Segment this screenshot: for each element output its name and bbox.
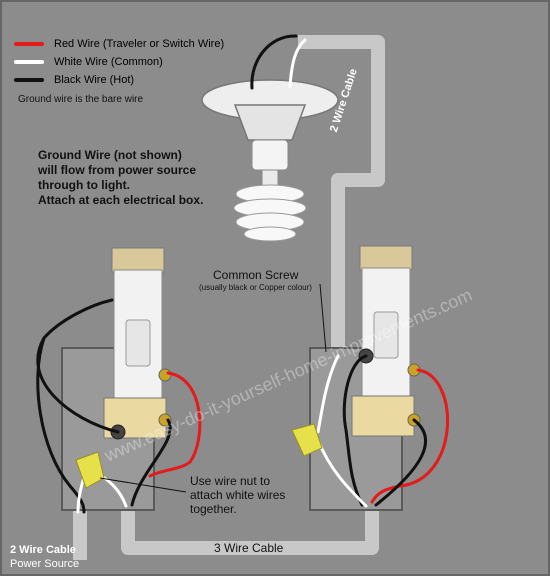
legend-white-wire: White Wire (Common) bbox=[14, 56, 163, 68]
common-screw-sublabel: (usually black or Copper colour) bbox=[199, 283, 312, 292]
cable-between-switches bbox=[121, 505, 379, 555]
power-source-label: Power Source bbox=[10, 558, 80, 570]
white-common-wires bbox=[76, 354, 368, 514]
left-wire-nut bbox=[75, 451, 105, 489]
wirenut-line-3: together. bbox=[190, 502, 237, 516]
wirenut-pointer bbox=[99, 477, 187, 493]
light-fixture bbox=[201, 79, 339, 242]
legend-ground-note: Ground wire is the bare wire bbox=[18, 94, 144, 105]
ground-wire-note: Ground Wire (not shown) will flow from p… bbox=[38, 148, 203, 208]
cable-label-bottom-left: 2 Wire Cable bbox=[10, 544, 76, 556]
fixture-white-wire bbox=[288, 38, 307, 88]
common-screw-pointer bbox=[319, 283, 327, 353]
bulb-stem bbox=[261, 169, 279, 187]
wire-nuts bbox=[75, 423, 323, 489]
black-hot-wires bbox=[36, 298, 427, 514]
common-screw-label: Common Screw bbox=[213, 268, 299, 282]
legend-red-label: Red Wire (Traveler or Switch Wire) bbox=[54, 38, 225, 50]
ground-note-line-2: will flow from power source bbox=[38, 163, 197, 177]
legend-black-label: Black Wire (Hot) bbox=[54, 74, 135, 86]
cable-label-three-wire: 3 Wire Cable bbox=[214, 541, 284, 555]
legend-black-swatch bbox=[14, 78, 44, 82]
cfl-spiral bbox=[233, 184, 307, 242]
fixture-black-wire bbox=[250, 34, 298, 90]
cable-runs bbox=[73, 35, 385, 560]
legend-red-wire: Red Wire (Traveler or Switch Wire) bbox=[14, 38, 224, 50]
fixture-socket bbox=[233, 104, 307, 141]
wirenut-line-1: Use wire nut to bbox=[190, 474, 271, 488]
ground-note-line-3: through to light. bbox=[38, 178, 130, 192]
legend-black-wire: Black Wire (Hot) bbox=[14, 74, 134, 86]
annotation-pointers bbox=[99, 283, 327, 493]
right-switch bbox=[351, 245, 421, 437]
fixture-wires bbox=[250, 34, 307, 90]
red-traveler-wires bbox=[148, 368, 450, 504]
cable-light-to-right-switch bbox=[298, 35, 385, 360]
bulb-neck bbox=[251, 139, 289, 171]
wirenut-line-2: attach white wires bbox=[190, 488, 286, 502]
legend-red-swatch bbox=[14, 42, 44, 46]
legend-white-label: White Wire (Common) bbox=[54, 56, 163, 68]
ground-note-line-1: Ground Wire (not shown) bbox=[38, 148, 182, 162]
right-wire-nut bbox=[291, 423, 323, 457]
left-switch bbox=[103, 247, 172, 440]
legend-white-swatch bbox=[14, 60, 44, 64]
ground-note-line-4: Attach at each electrical box. bbox=[38, 193, 204, 207]
wire-nut-note: Use wire nut to attach white wires toget… bbox=[190, 474, 285, 516]
